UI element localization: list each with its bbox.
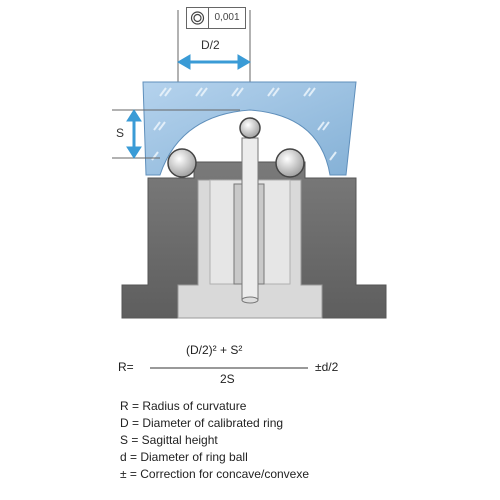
sagitta-arrow — [126, 109, 142, 159]
probe-tip-ball — [239, 117, 261, 139]
legend-item-diameter: D = Diameter of calibrated ring — [120, 416, 284, 430]
legend-item-correction: ± = Correction for concave/convexe — [120, 467, 310, 481]
lens-sample — [142, 81, 357, 176]
ring-ball-right — [275, 148, 305, 178]
legend: R = Radius of curvature D = Diameter of … — [120, 398, 440, 483]
lens-glare-marks — [151, 87, 337, 161]
sagitta-label: S — [116, 126, 125, 140]
probe-rod — [241, 137, 259, 301]
half-diameter-arrow — [177, 54, 251, 70]
formula-numerator: (D/2)² + S² — [186, 343, 243, 357]
tolerance-frame: 0,001 — [186, 7, 246, 29]
half-diameter-label: D/2 — [201, 38, 220, 52]
circularity-icon — [190, 11, 205, 25]
legend-item-ball-diameter: d = Diameter of ring ball — [120, 450, 248, 464]
ring-ball-left — [167, 148, 197, 178]
legend-item-radius: R = Radius of curvature — [120, 399, 247, 413]
probe-rod-end — [241, 296, 259, 304]
tolerance-value: 0,001 — [214, 12, 240, 23]
legend-item-sagitta: S = Sagittal height — [120, 433, 218, 447]
tolerance-symbol-cell — [187, 8, 209, 28]
formula-correction: ±d/2 — [315, 360, 339, 374]
formula-denominator: 2S — [220, 372, 235, 386]
formula-lhs: R= — [118, 360, 134, 374]
